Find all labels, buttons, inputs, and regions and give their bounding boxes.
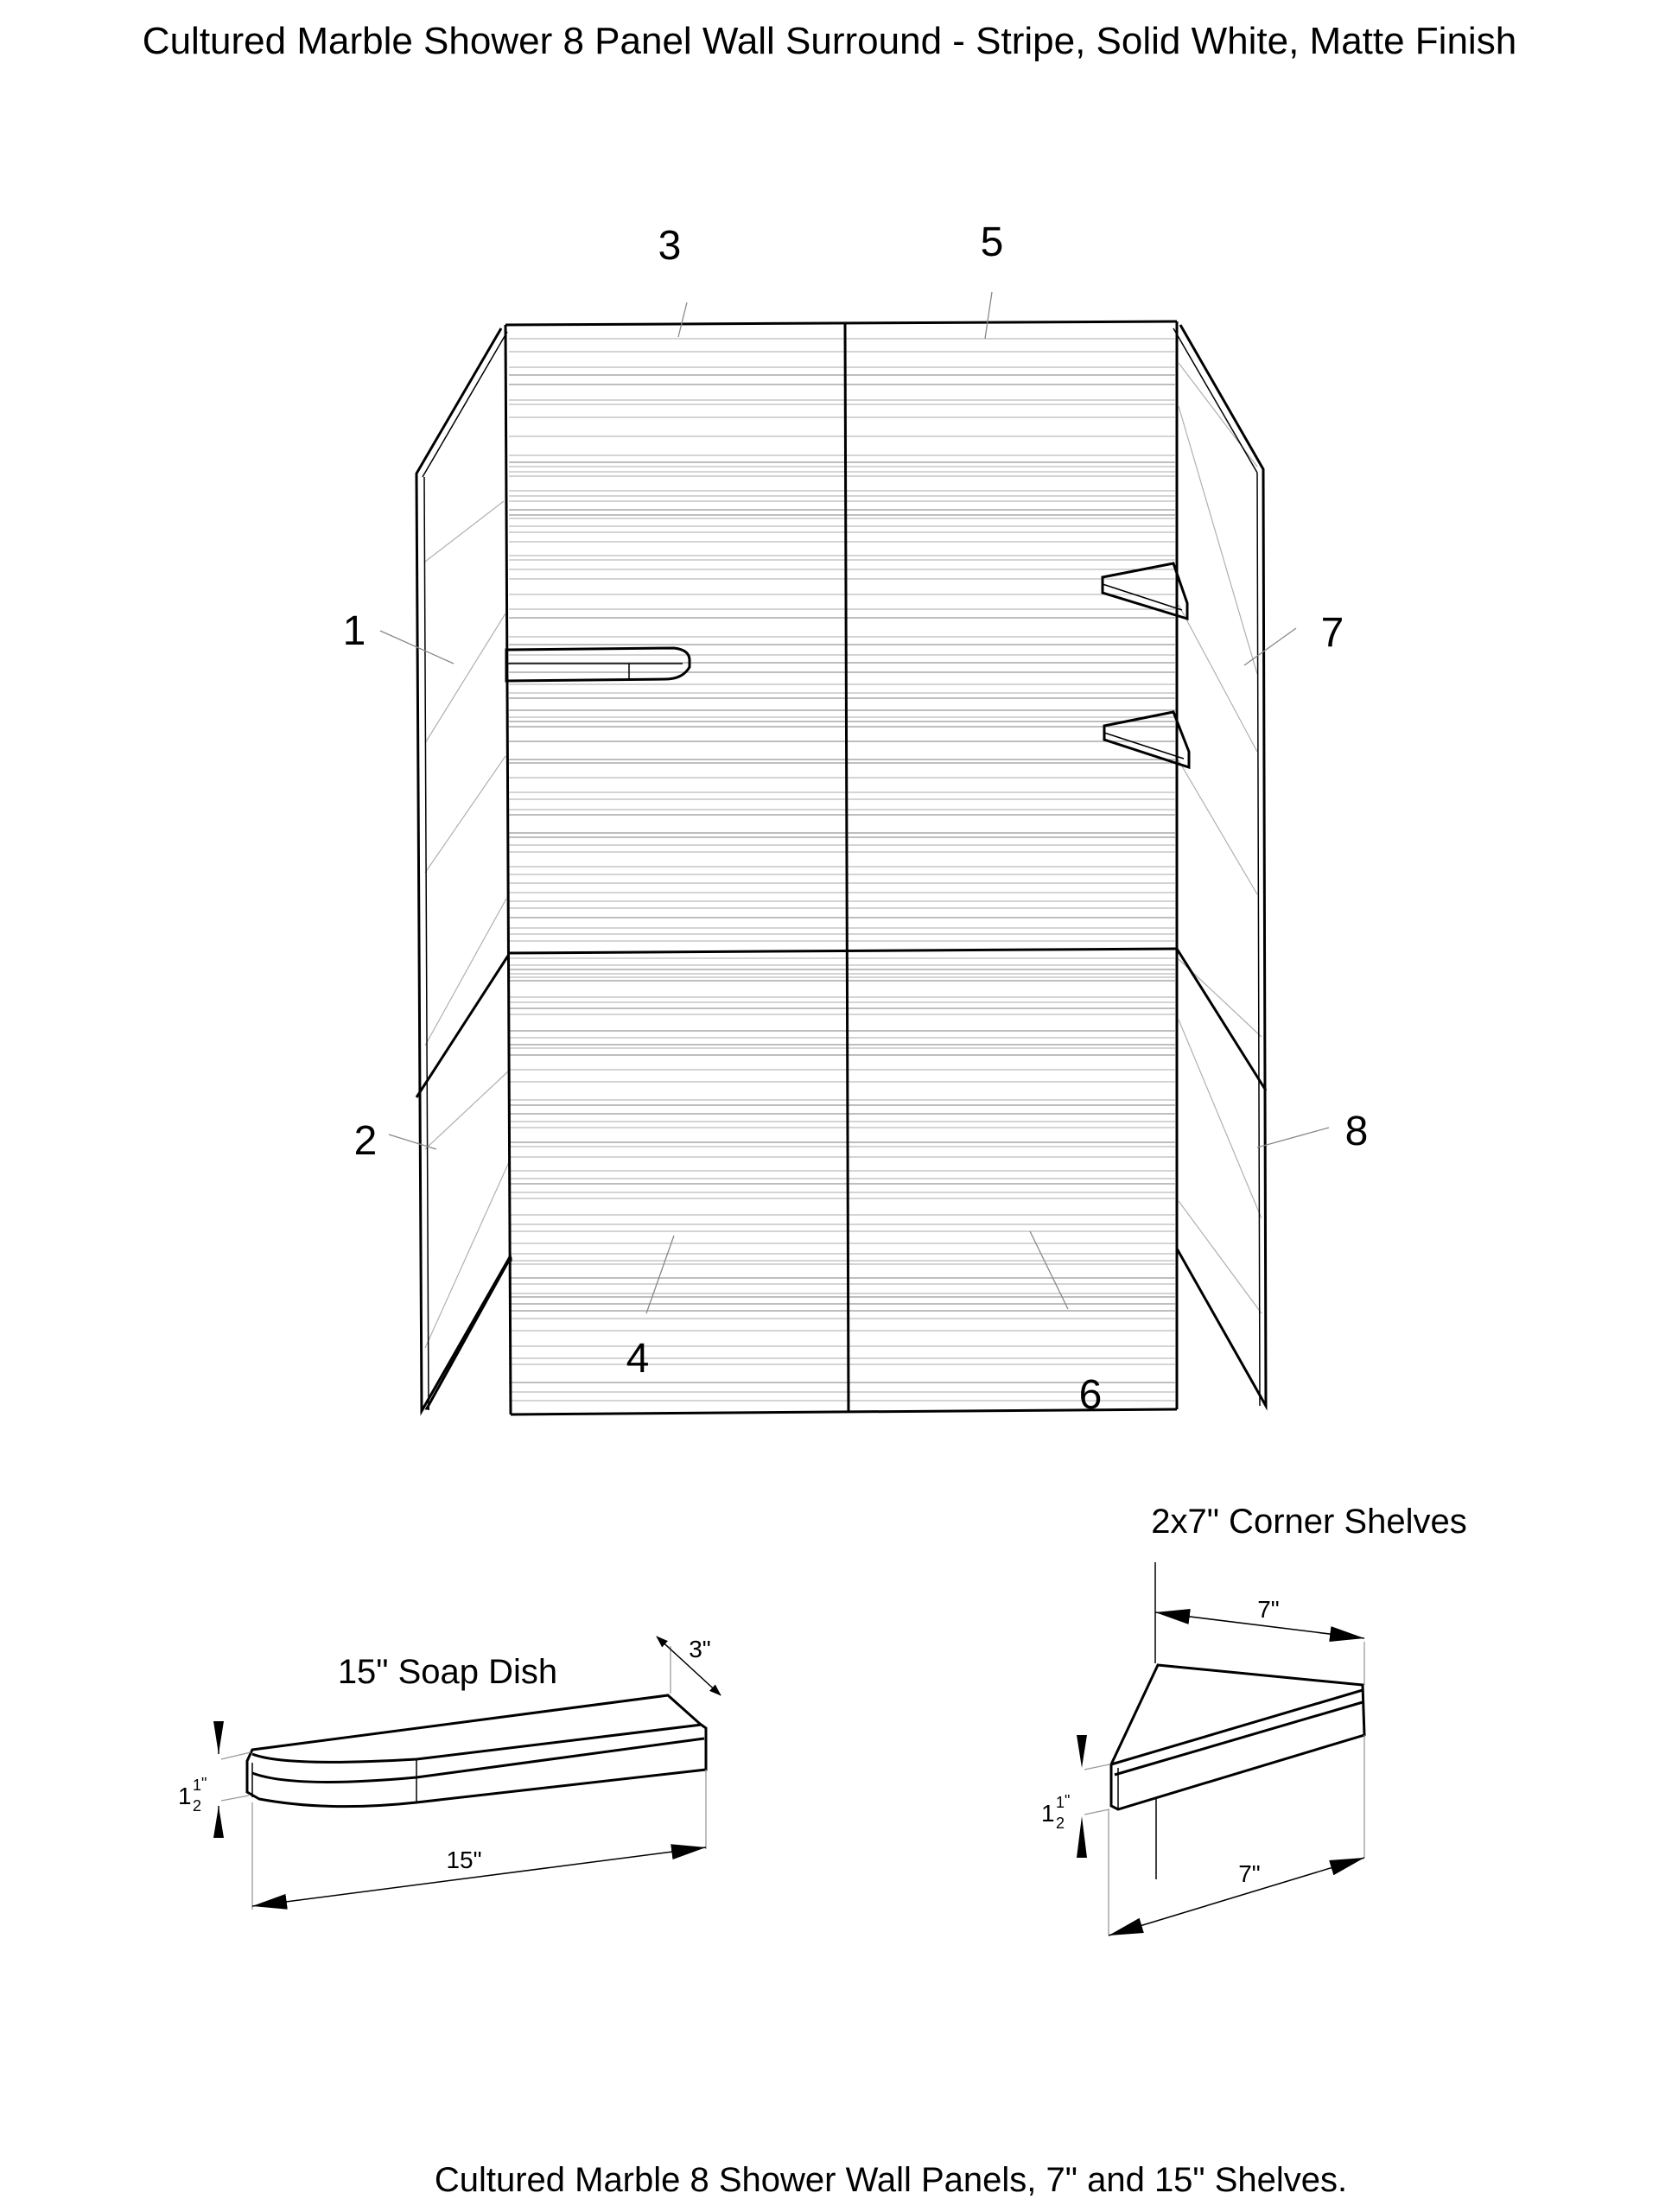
bottom-caption: Cultured Marble 8 Shower Wall Panels, 7"… <box>435 2161 1347 2199</box>
page-title: Cultured Marble Shower 8 Panel Wall Surr… <box>143 20 1516 62</box>
shelf-height-label: 1 1 2 " <box>1041 1792 1070 1832</box>
height-frac-den: 2 <box>1056 1815 1065 1832</box>
panel-label-4: 4 <box>626 1336 650 1382</box>
installed-corner-shelf-upper <box>1101 562 1189 621</box>
leader-2 <box>388 1134 437 1150</box>
texture-line <box>1178 362 1258 467</box>
panel-label-1: 1 <box>343 608 366 654</box>
soap-dish-length-arrow <box>251 1844 707 1910</box>
panel-label-5: 5 <box>981 219 1004 265</box>
panel-label-3: 3 <box>658 223 682 269</box>
right-wall-outline <box>1175 324 1268 1411</box>
texture-line <box>1178 1200 1262 1314</box>
installed-soap-dish <box>505 646 691 683</box>
soap-dish-length-label: 15" <box>446 1847 481 1873</box>
texture-line <box>424 898 507 1046</box>
back-wall <box>504 320 1179 1416</box>
height-whole: 1 <box>178 1783 192 1809</box>
height-unit: " <box>201 1775 207 1792</box>
texture-line <box>424 755 506 874</box>
leader-5 <box>984 291 993 340</box>
texture-line <box>1178 1019 1262 1219</box>
leader-3 <box>677 302 688 338</box>
height-frac-num: 1 <box>193 1777 201 1794</box>
panel-label-7: 7 <box>1321 610 1344 656</box>
left-side-wall <box>415 327 512 1416</box>
installed-corner-shelf-lower <box>1103 710 1191 770</box>
shower-surround: 3 5 1 7 2 8 4 6 <box>343 219 1369 1418</box>
panel-label-2: 2 <box>354 1118 378 1164</box>
soap-dish-title: 15" Soap Dish <box>338 1653 557 1691</box>
texture-line <box>1178 604 1258 753</box>
wall-corner-line <box>1154 1562 1157 1879</box>
height-frac-num: 1 <box>1056 1794 1065 1811</box>
side-panel-texture <box>424 362 1262 1349</box>
leader-6 <box>1029 1230 1069 1310</box>
panel-seam-horizontal <box>507 947 1178 955</box>
shelf-side-b-label: 7" <box>1238 1860 1261 1887</box>
texture-line <box>424 500 505 563</box>
soap-dish-height-label: 1 1 2 " <box>178 1775 207 1815</box>
right-wall-seam <box>1175 948 1268 1091</box>
back-wall-bottom-edge <box>510 1408 1178 1416</box>
texture-line <box>424 1071 509 1150</box>
left-wall-seam <box>415 955 510 1098</box>
left-wall-thickness <box>423 476 429 1411</box>
back-wall-top-edge <box>505 320 1178 327</box>
soap-dish-detail: 15" Soap Dish 15" 3" 1 1 2 " <box>178 1636 721 1910</box>
right-wall-thickness <box>1256 472 1261 1407</box>
leader-8 <box>1256 1127 1330 1148</box>
leader-4 <box>645 1235 675 1314</box>
texture-line <box>1178 405 1258 675</box>
left-wall-bottom-edge <box>424 1256 512 1410</box>
shelf-side-b-arrow <box>1108 1857 1365 1936</box>
texture-line <box>424 613 506 744</box>
texture-line <box>424 1161 510 1349</box>
panel-label-6: 6 <box>1079 1372 1103 1418</box>
height-frac-den: 2 <box>193 1797 201 1815</box>
panel-seam-vertical <box>843 322 850 1413</box>
leader-1 <box>379 630 454 664</box>
corner-shelf-detail: 2x7" Corner Shelves 7" 7" 1 1 2 " <box>1041 1503 1467 1936</box>
stripe-pattern <box>509 338 1175 1402</box>
height-unit: " <box>1065 1792 1070 1809</box>
corner-shelves-title: 2x7" Corner Shelves <box>1151 1503 1467 1541</box>
soap-dish-depth-label: 3" <box>689 1636 711 1662</box>
texture-line <box>1178 760 1258 895</box>
panel-label-8: 8 <box>1345 1109 1369 1154</box>
leader-7 <box>1243 627 1297 666</box>
height-whole: 1 <box>1041 1800 1055 1827</box>
shelf-side-a-arrow <box>1154 1608 1365 1643</box>
back-wall-left-edge <box>504 324 512 1415</box>
right-side-wall <box>1173 324 1268 1411</box>
right-wall-top-bevel <box>1173 327 1258 474</box>
soap-dish-depth-arrow <box>656 1636 721 1696</box>
left-wall-top-bevel <box>422 331 508 478</box>
left-wall-outline <box>415 327 512 1416</box>
shelf-height-arrow <box>1077 1735 1087 1858</box>
shelf-side-a-label: 7" <box>1257 1596 1280 1623</box>
